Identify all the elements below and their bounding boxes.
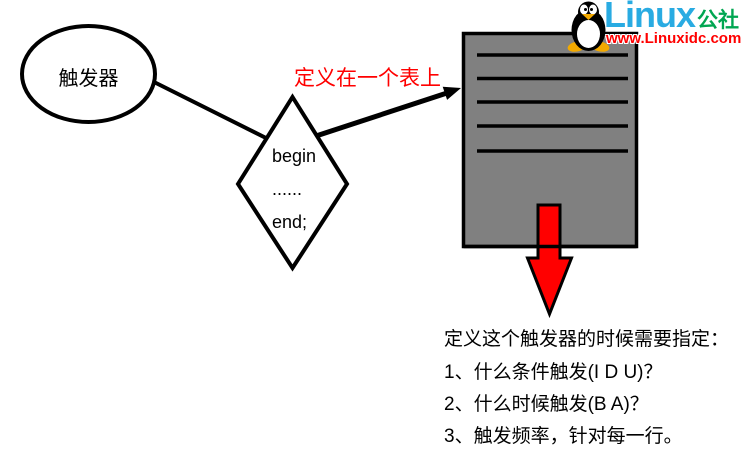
trigger-ellipse: [20, 24, 157, 124]
defined-on-table-arrowhead: [442, 86, 461, 100]
tux-pupil-right: [590, 8, 593, 11]
defined-on-table-arrow: [315, 90, 448, 139]
diamond-line-end: end;: [272, 212, 308, 232]
note-item: 3、触发频率，针对每一行。: [444, 426, 683, 447]
diamond-line-dots: ......: [272, 179, 303, 199]
down-arrow: [525, 203, 574, 319]
note-item: 2、什么时候触发(B A)？: [444, 394, 649, 415]
site-logo: Linux 公社: [604, 0, 739, 34]
ellipse-diamond-connector: [149, 78, 273, 143]
trigger-body-diamond: [235, 93, 350, 272]
logo-suffix-text: 公社: [697, 9, 739, 32]
tux-pupil-left: [584, 8, 587, 11]
diamond-code-text: begin ...... end;: [272, 140, 316, 239]
tux-beak: [582, 14, 595, 20]
logo-brand-text: Linux: [604, 0, 696, 35]
notes-title: 定义这个触发器的时候需要指定：: [444, 329, 730, 350]
diamond-line-begin: begin: [272, 146, 317, 166]
trigger-ellipse-label: 触发器: [58, 68, 119, 90]
logo-url-text: www.Linuxidc.com: [606, 30, 742, 47]
tux-penguin-icon: [567, 1, 610, 52]
note-item: 1、什么条件触发(I D U)？: [444, 362, 663, 383]
table-annotation-label: 定义在一个表上: [294, 67, 441, 90]
tux-belly: [577, 20, 600, 48]
